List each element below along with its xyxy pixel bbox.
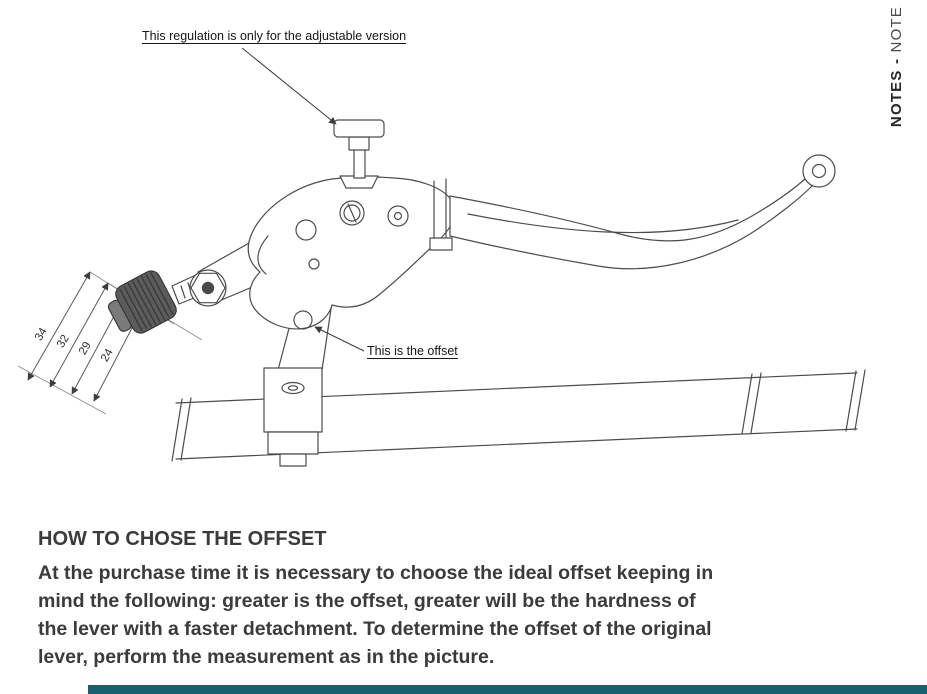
lever-technical-drawing: 34 32 29 24 (17, 47, 866, 467)
lever-body (247, 176, 456, 330)
dimension-label-24: 24 (99, 346, 116, 364)
body-line-3: the lever with a faster detachment. To d… (38, 618, 712, 640)
lever-blade (449, 154, 836, 270)
body-details (293, 178, 453, 330)
bar-clamp (263, 367, 323, 467)
body-line-2: mind the following: greater is the offse… (38, 590, 696, 612)
dimension-label-34: 34 (33, 325, 50, 343)
offset-leader-line (314, 326, 365, 352)
dimension-label-32: 32 (55, 333, 72, 350)
body-line-1: At the purchase time it is necessary to … (38, 562, 714, 584)
footer-accent-bar (88, 685, 927, 694)
adjuster-knob (333, 119, 385, 189)
dimension-lines: 34 32 29 24 (17, 271, 203, 415)
dimension-label-29: 29 (77, 340, 94, 357)
regulation-leader-line (241, 47, 337, 125)
instruction-block: HOW TO CHOSE THE OFFSET At the purchase … (38, 528, 888, 671)
offset-callout: This is the offset (367, 344, 458, 358)
body-line-4: lever, perform the measurement as in the… (38, 646, 495, 668)
regulation-callout: This regulation is only for the adjustab… (142, 29, 407, 43)
section-heading: HOW TO CHOSE THE OFFSET (38, 528, 327, 550)
